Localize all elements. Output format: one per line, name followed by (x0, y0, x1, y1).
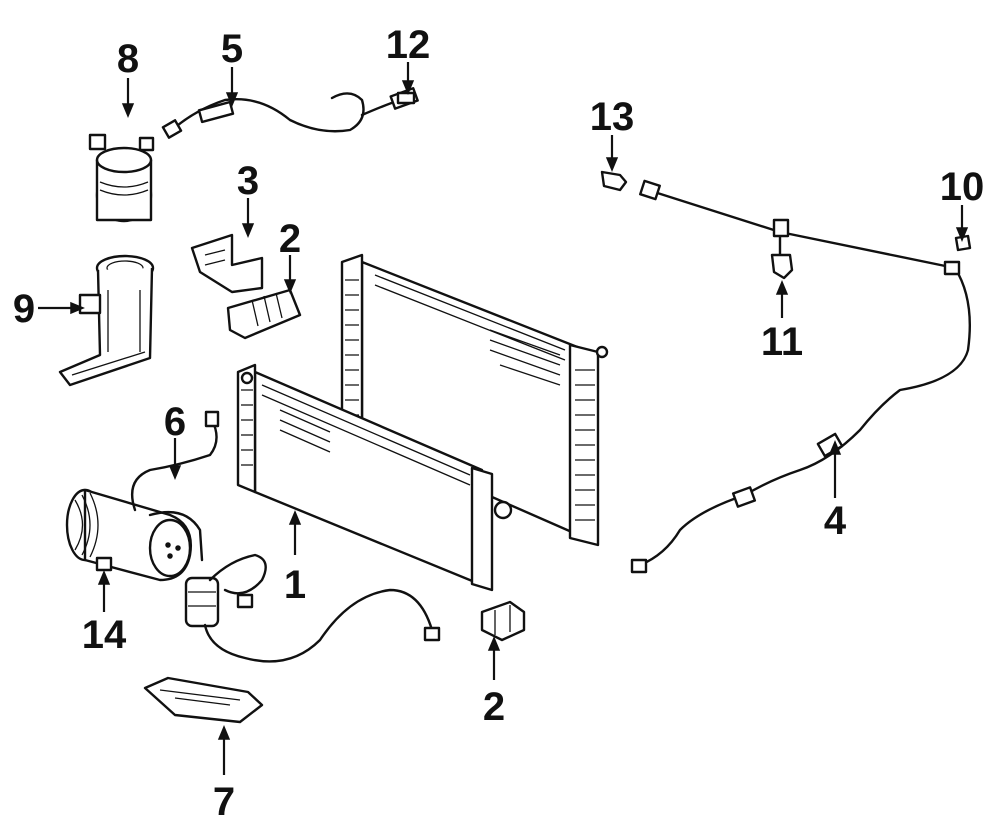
shield-7 (143, 676, 264, 724)
callout-8: 8 (117, 37, 139, 81)
callout-3: 3 (237, 159, 259, 203)
accumulator-bracket (58, 254, 155, 387)
hose-assembly-6 (130, 410, 220, 562)
callout-14: 14 (82, 613, 127, 657)
compressor (65, 488, 192, 582)
callout-5: 5 (221, 27, 243, 71)
callout-2-upper: 2 (279, 217, 301, 261)
callout-11: 11 (761, 320, 803, 364)
insulator-3 (190, 233, 264, 294)
insulator-2-upper (226, 288, 302, 340)
hose-assembly-5 (161, 87, 419, 139)
pressure-switch-11 (770, 253, 794, 280)
callout-labels: 1 2 2 3 4 5 6 7 8 9 10 11 12 13 14 (13, 23, 984, 824)
valve-13 (600, 170, 628, 192)
accumulator-drier (88, 133, 155, 223)
callout-9: 9 (13, 287, 35, 331)
insulator-2-lower (480, 600, 526, 642)
liquid-line-4 (630, 179, 971, 574)
cap-12 (396, 91, 416, 105)
muffler-line-assembly (184, 553, 441, 663)
callout-7: 7 (213, 780, 235, 824)
callout-1: 1 (284, 563, 306, 607)
callout-12: 12 (386, 23, 431, 67)
callout-4: 4 (824, 499, 847, 543)
callout-2-lower: 2 (483, 685, 505, 729)
callout-13: 13 (590, 95, 635, 139)
radiator (340, 253, 609, 547)
callout-10: 10 (940, 165, 985, 209)
condenser (236, 363, 513, 592)
callout-6: 6 (164, 400, 186, 444)
leader-lines (38, 62, 969, 775)
